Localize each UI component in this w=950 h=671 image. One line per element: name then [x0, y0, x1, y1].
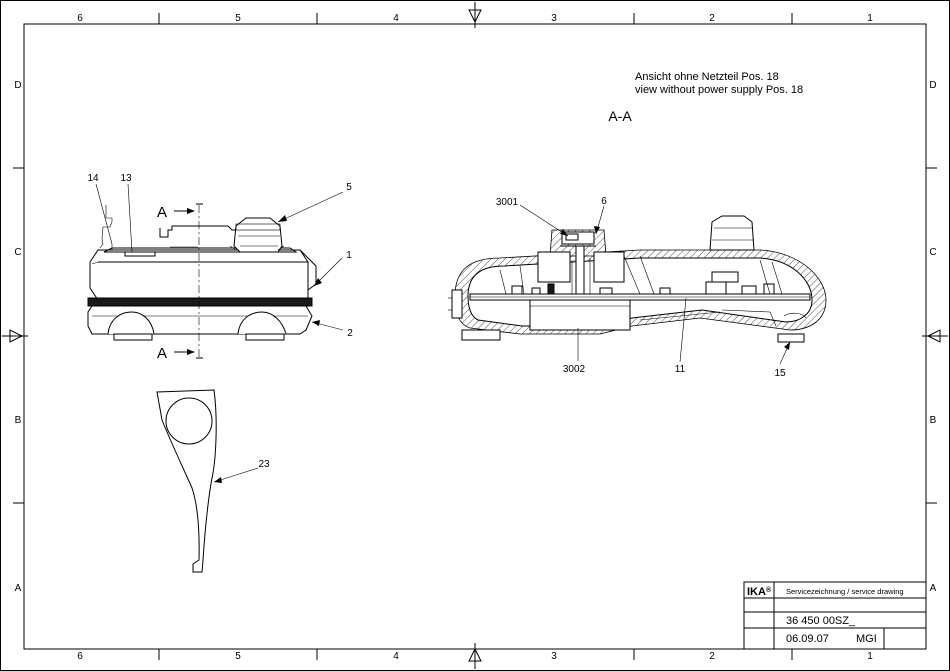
callout-13: 13: [120, 173, 132, 184]
callout-1: 1: [346, 250, 352, 261]
ika-logo-registered-mark: ®: [766, 586, 772, 594]
zone-row-d-right: D: [929, 80, 936, 91]
section-view: [448, 216, 826, 342]
zone-col-2-bottom: 2: [709, 651, 715, 662]
view-note: Ansicht ohne Netzteil Pos. 18 view witho…: [635, 71, 803, 96]
zone-col-2-top: 2: [709, 13, 715, 24]
zone-row-c-left: C: [14, 247, 21, 258]
zone-row-a-right: A: [930, 583, 937, 594]
zone-row-b-right: B: [930, 415, 937, 426]
zone-col-1-bottom: 1: [867, 651, 873, 662]
callout-5: 5: [346, 182, 352, 193]
zone-col-5-bottom: 5: [235, 651, 241, 662]
zone-col-3-bottom: 3: [551, 651, 557, 662]
callout-14: 14: [87, 173, 99, 184]
callout-6: 6: [601, 196, 607, 207]
ika-logo: IKA®: [747, 586, 772, 598]
zone-col-6-top: 6: [77, 13, 83, 24]
zone-col-4-bottom: 4: [393, 651, 399, 662]
section-marker-top: A: [157, 204, 167, 221]
zone-col-1-top: 1: [867, 13, 873, 24]
zone-col-3-top: 3: [551, 13, 557, 24]
callout-3001: 3001: [496, 197, 519, 208]
drawing-type: Servicezeichnung / service drawing: [786, 587, 904, 596]
callout-15: 15: [774, 368, 786, 379]
part-23-clip: [157, 390, 258, 572]
callout-3002: 3002: [563, 364, 586, 375]
section-title: A-A: [608, 108, 632, 124]
callout-11: 11: [675, 364, 686, 375]
zone-col-5-top: 5: [235, 13, 241, 24]
note-german: Ansicht ohne Netzteil Pos. 18: [635, 71, 779, 83]
note-english: view without power supply Pos. 18: [635, 84, 803, 96]
drawing-number: 36 450 00SZ_: [786, 615, 856, 627]
zone-col-6-bottom: 6: [77, 651, 83, 662]
zone-col-4-top: 4: [393, 13, 399, 24]
zone-row-a-left: A: [15, 583, 22, 594]
front-view: [88, 204, 316, 360]
section-marker-bottom: A: [157, 345, 167, 362]
drawing-date: 06.09.07: [786, 633, 829, 645]
zone-row-c-right: C: [929, 247, 936, 258]
ika-logo-text: IKA: [747, 586, 766, 598]
callout-23: 23: [258, 459, 270, 470]
zone-row-d-left: D: [14, 80, 21, 91]
zone-row-b-left: B: [15, 415, 22, 426]
callout-2: 2: [347, 328, 353, 339]
drawing-author: MGI: [856, 633, 877, 645]
